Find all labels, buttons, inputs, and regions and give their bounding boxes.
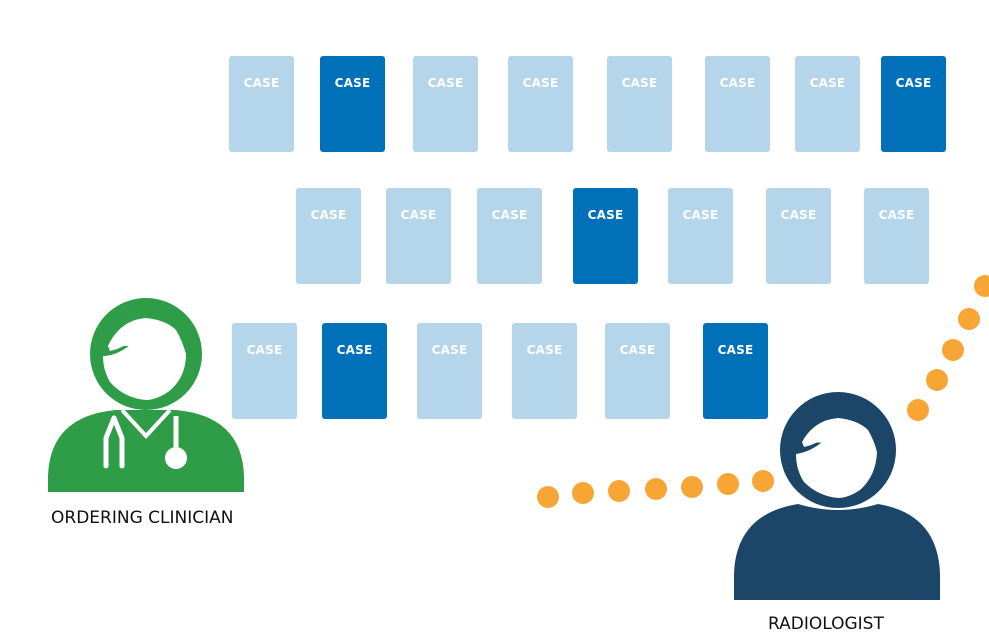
path-dot <box>958 308 980 330</box>
case-card-light: CASE <box>766 188 831 284</box>
case-card-light: CASE <box>668 188 733 284</box>
path-dot <box>926 369 948 391</box>
path-dot <box>717 473 739 495</box>
ordering-clinician-icon <box>48 298 244 492</box>
case-card-dark: CASE <box>573 188 638 284</box>
case-card-dark: CASE <box>320 56 385 152</box>
case-card-light: CASE <box>296 188 361 284</box>
case-card-light: CASE <box>232 323 297 419</box>
path-dot <box>572 482 594 504</box>
case-card-light: CASE <box>386 188 451 284</box>
case-card-light: CASE <box>229 56 294 152</box>
case-card-dark: CASE <box>703 323 768 419</box>
case-card-light: CASE <box>607 56 672 152</box>
case-card-light: CASE <box>477 188 542 284</box>
path-dot <box>752 470 774 492</box>
case-card-light: CASE <box>605 323 670 419</box>
case-card-light: CASE <box>413 56 478 152</box>
case-card-dark: CASE <box>322 323 387 419</box>
path-dot <box>645 478 667 500</box>
case-card-light: CASE <box>705 56 770 152</box>
case-card-light: CASE <box>508 56 573 152</box>
case-card-dark: CASE <box>881 56 946 152</box>
path-dot <box>681 476 703 498</box>
path-dot <box>608 480 630 502</box>
case-card-light: CASE <box>864 188 929 284</box>
path-dot <box>974 275 989 297</box>
case-card-light: CASE <box>795 56 860 152</box>
path-dot <box>942 339 964 361</box>
radiologist-label: RADIOLOGIST <box>768 614 884 634</box>
path-dot <box>537 486 559 508</box>
radiologist-icon <box>734 392 940 600</box>
ordering-clinician-label: ORDERING CLINICIAN <box>51 508 234 528</box>
case-card-light: CASE <box>512 323 577 419</box>
path-dot <box>907 399 929 421</box>
case-card-light: CASE <box>417 323 482 419</box>
